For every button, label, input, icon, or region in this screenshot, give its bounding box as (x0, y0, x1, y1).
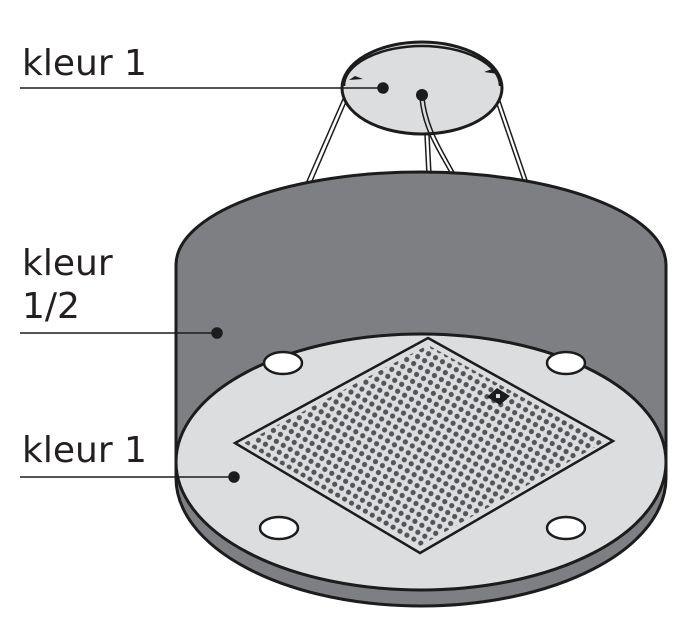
label-bottom-plate: kleur 1 (22, 430, 147, 471)
label-cylinder-line2: 1/2 (22, 286, 80, 327)
cable-entry-icon (416, 89, 428, 101)
label-ceiling-plate: kleur 1 (22, 43, 147, 84)
light-icon (262, 350, 304, 376)
power-cable (419, 97, 457, 177)
light-icon (545, 515, 587, 541)
light-icon (258, 515, 300, 541)
light-icon (545, 350, 587, 376)
leader-lines (20, 82, 389, 483)
spot-lights (258, 350, 587, 541)
label-cylinder-line1: kleur (22, 243, 113, 284)
